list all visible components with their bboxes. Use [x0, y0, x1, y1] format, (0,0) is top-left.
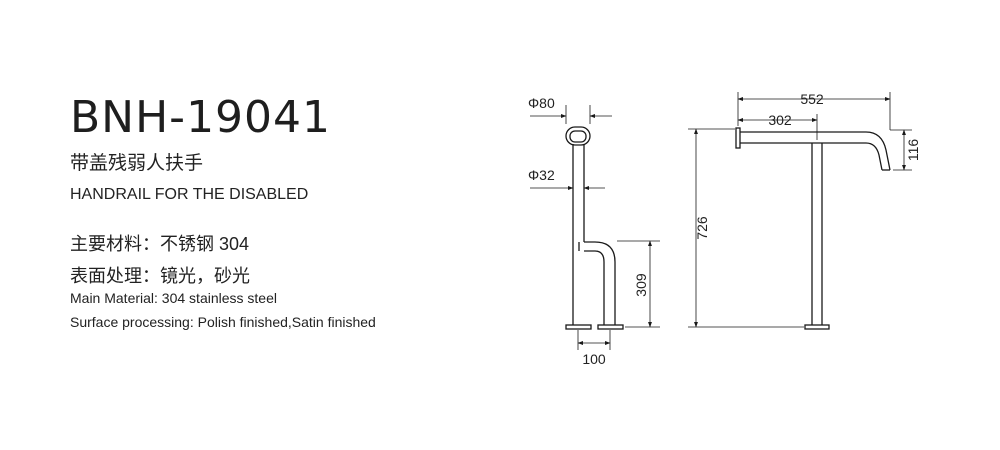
- dim-end-drop: 116: [905, 139, 921, 162]
- product-info: BNH-19041 带盖残弱人扶手 HANDRAIL FOR THE DISAB…: [70, 0, 490, 450]
- dim-tube-dia: Φ32: [528, 167, 555, 183]
- lower-bend: [584, 241, 616, 325]
- material-cn: 主要材料：不锈钢 304: [70, 234, 250, 254]
- base-plate-left: [565, 324, 592, 330]
- front-base-plate: [804, 324, 830, 330]
- model-number: BNH-19041: [70, 92, 332, 143]
- product-name-en: HANDRAIL FOR THE DISABLED: [70, 186, 309, 203]
- dim-height-lower: 309: [633, 273, 649, 297]
- front-view: [688, 92, 912, 330]
- dim-base-spacing: 100: [582, 351, 606, 367]
- dim-total-length: 552: [800, 91, 824, 107]
- side-view: [530, 105, 660, 350]
- wall-flange: [735, 127, 741, 149]
- rail-end-curve: [865, 131, 891, 171]
- dim-upright-offset: 302: [768, 112, 792, 128]
- product-name-cn: 带盖残弱人扶手: [70, 153, 204, 174]
- dim-total-height: 726: [694, 216, 710, 240]
- finish-en: Surface processing: Polish finished,Sati…: [70, 314, 376, 330]
- material-en: Main Material: 304 stainless steel: [70, 290, 277, 306]
- dim-tube-outer: Φ80: [528, 95, 555, 111]
- base-plate-right: [597, 324, 624, 330]
- finish-cn: 表面处理：镜光，砂光: [70, 266, 250, 286]
